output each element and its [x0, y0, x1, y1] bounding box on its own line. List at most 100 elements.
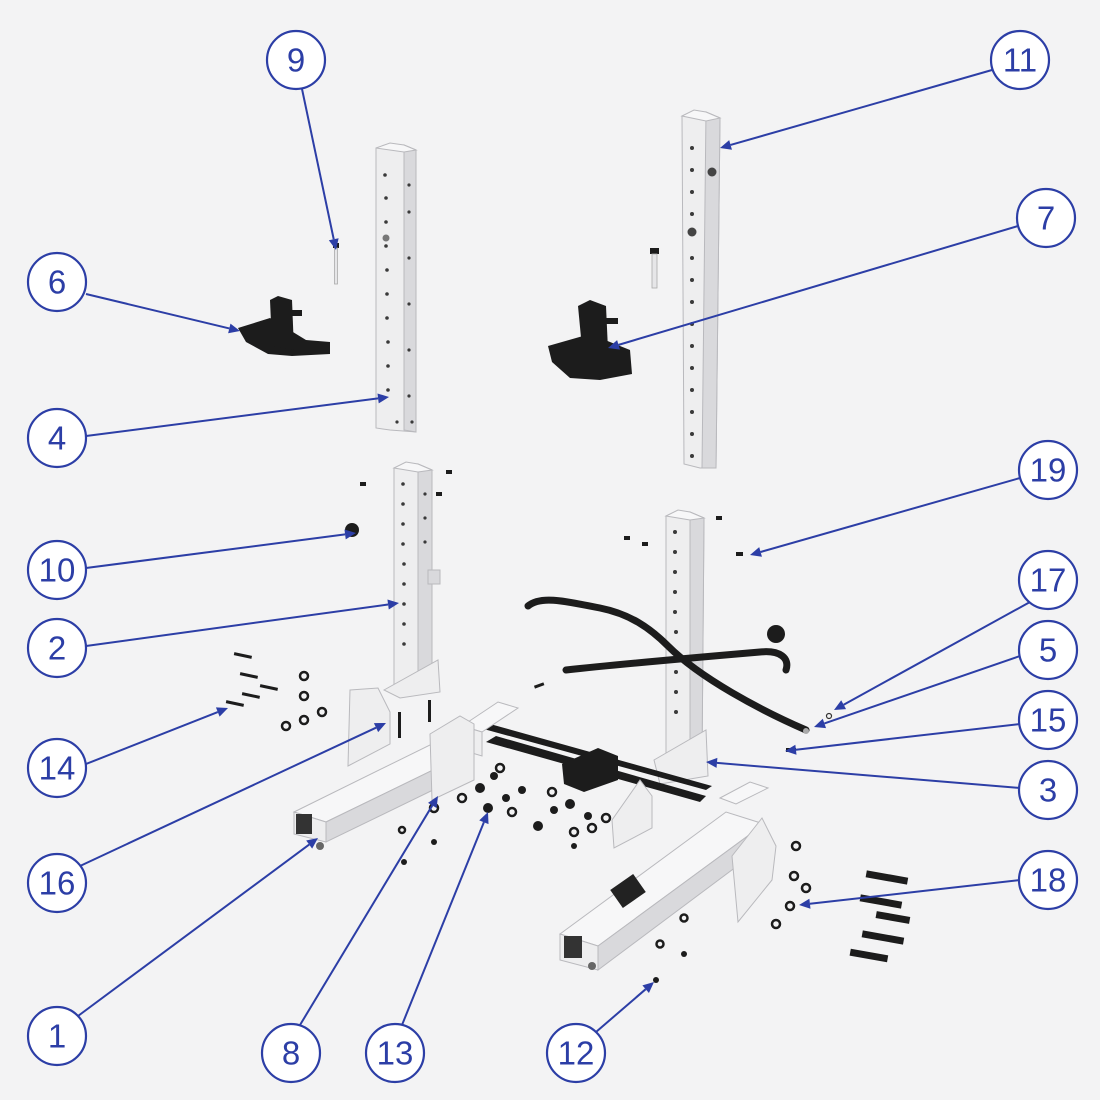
callout-16: 16	[26, 852, 88, 914]
leader-line-c19	[760, 477, 1021, 553]
callout-8-circle	[260, 1022, 322, 1084]
leader-c7	[608, 225, 1019, 350]
part-right-lower-upright	[653, 509, 709, 785]
leader-line-c10	[85, 533, 346, 569]
callout-19-circle	[1017, 439, 1079, 501]
callout-9-circle	[265, 29, 327, 91]
part-hardware	[225, 470, 911, 983]
leader-c15	[785, 723, 1021, 755]
callout-9-label: 9	[287, 42, 305, 79]
leader-line-c16	[79, 726, 377, 867]
callout-5-label: 5	[1039, 632, 1057, 669]
callout-14-label: 14	[39, 750, 76, 787]
leader-line-c7	[618, 225, 1019, 346]
leader-c8	[299, 796, 438, 1026]
leader-c1	[77, 838, 318, 1017]
callout-2-circle	[26, 617, 88, 679]
part-cross-rails	[460, 701, 770, 805]
callout-18-circle	[1017, 849, 1079, 911]
leader-line-c1	[77, 843, 310, 1017]
leader-line-c11	[730, 69, 993, 146]
leader-c9	[301, 88, 339, 250]
leader-line-c4	[85, 397, 379, 437]
part-locking-pin-right	[650, 248, 659, 289]
callout-19: 19	[1017, 439, 1079, 501]
callout-6: 6	[26, 251, 88, 313]
callout-10-circle	[26, 539, 88, 601]
callout-1-circle	[26, 1005, 88, 1067]
leader-arrowhead-c17	[834, 700, 847, 710]
callout-11: 11	[989, 29, 1051, 91]
leader-c12	[595, 982, 654, 1033]
part-left-j-hook	[238, 296, 330, 356]
leader-line-c13	[401, 821, 485, 1026]
callout-10-label: 10	[39, 552, 76, 589]
leader-c3	[706, 757, 1021, 789]
leader-arrowhead-c16	[373, 723, 386, 733]
leader-line-c3	[716, 761, 1021, 789]
part-left-lower-upright	[382, 461, 441, 699]
callout-8-label: 8	[282, 1035, 300, 1072]
leader-line-c14	[85, 711, 219, 765]
leader-line-c6	[85, 293, 230, 330]
part-right-j-hook	[548, 300, 632, 380]
callout-5: 5	[1017, 619, 1079, 681]
callout-14-circle	[26, 737, 88, 799]
part-gusset-plates	[347, 687, 777, 924]
callout-17-label: 17	[1030, 562, 1067, 599]
callout-9: 9	[265, 29, 327, 91]
callout-10: 10	[26, 539, 88, 601]
part-left-upper-upright	[375, 142, 418, 433]
leader-arrowhead-c11	[720, 140, 732, 150]
callout-12: 12	[545, 1022, 607, 1084]
leader-line-c18	[809, 879, 1021, 905]
leader-lines	[77, 69, 1031, 1033]
callout-12-label: 12	[558, 1035, 595, 1072]
callout-19-label: 19	[1030, 452, 1067, 489]
leader-arrowhead-c6	[228, 323, 240, 334]
leader-arrowhead-c18	[799, 898, 811, 909]
callout-1: 1	[26, 1005, 88, 1067]
callout-8: 8	[260, 1022, 322, 1084]
callout-13: 13	[364, 1022, 426, 1084]
callout-11-label: 11	[1003, 42, 1037, 79]
leader-arrowhead-c13	[479, 812, 489, 825]
callout-11-circle	[989, 29, 1051, 91]
callout-13-label: 13	[377, 1035, 414, 1072]
leader-arrowhead-c3	[706, 757, 718, 768]
callout-15: 15	[1017, 689, 1079, 751]
leader-c5	[814, 655, 1021, 729]
callout-3-circle	[1017, 759, 1079, 821]
callout-2: 2	[26, 617, 88, 679]
leader-c17	[834, 601, 1031, 710]
leader-c16	[79, 723, 386, 867]
callout-17-circle	[1017, 549, 1079, 611]
leader-arrowhead-c8	[428, 796, 438, 809]
leader-c18	[799, 879, 1021, 909]
leader-arrowhead-c4	[377, 393, 389, 404]
callout-16-label: 16	[39, 865, 76, 902]
leader-arrowhead-c14	[215, 707, 228, 717]
leader-arrowhead-c12	[642, 982, 654, 993]
callout-15-circle	[1017, 689, 1079, 751]
leader-line-c12	[595, 988, 647, 1033]
leader-line-c2	[85, 603, 389, 647]
callout-2-label: 2	[48, 630, 66, 667]
callout-18: 18	[1017, 849, 1079, 911]
callout-1-label: 1	[48, 1018, 66, 1055]
part-right-base-foot	[558, 811, 766, 971]
parts-illustration	[225, 109, 911, 983]
callout-7: 7	[1015, 187, 1077, 249]
leader-arrowhead-c10	[344, 529, 356, 540]
callout-5-circle	[1017, 619, 1079, 681]
leader-c13	[401, 812, 489, 1026]
part-right-upper-upright	[680, 109, 722, 469]
callout-6-label: 6	[48, 264, 66, 301]
callout-13-circle	[364, 1022, 426, 1084]
callout-18-label: 18	[1030, 862, 1067, 899]
leader-arrowhead-c15	[785, 744, 797, 755]
leader-c6	[85, 293, 240, 334]
part-bent-support-bars	[524, 596, 833, 734]
callout-15-label: 15	[1030, 702, 1067, 739]
